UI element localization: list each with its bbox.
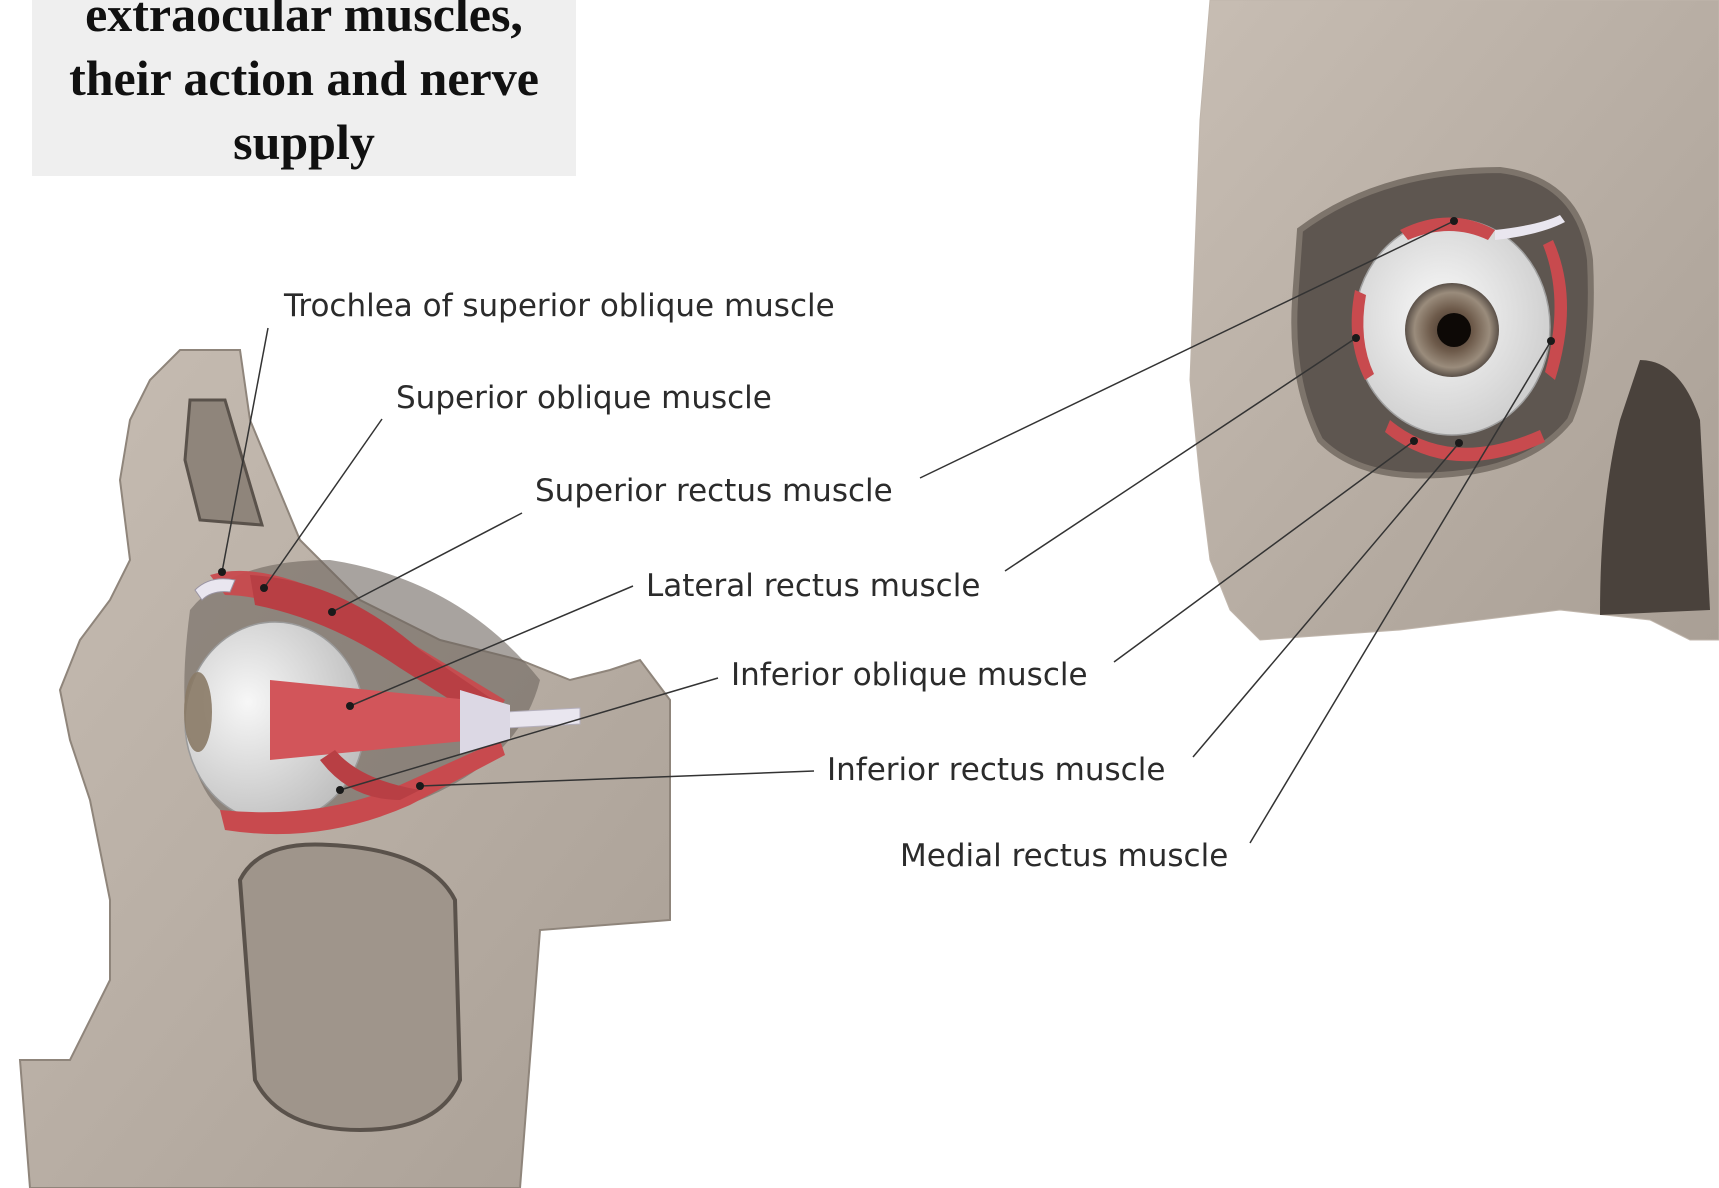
leader-dot: [218, 568, 226, 576]
label-superior-oblique-muscle: Superior oblique muscle: [396, 380, 772, 416]
leader-dot: [1410, 437, 1418, 445]
leader-dot: [328, 608, 336, 616]
lateral-cornea: [184, 672, 212, 752]
label-inferior-rectus-muscle: Inferior rectus muscle: [827, 752, 1165, 788]
maxillary-sinus: [240, 844, 460, 1130]
label-superior-rectus-muscle: Superior rectus muscle: [535, 473, 893, 509]
leader-dot: [1352, 334, 1360, 342]
leader-dot: [1450, 217, 1458, 225]
title-line-2: their action and nerve: [32, 46, 576, 110]
leader-dot: [336, 786, 344, 794]
title-box: extraocular muscles, their action and ne…: [32, 0, 576, 176]
label-trochlea-of-superior-oblique: Trochlea of superior oblique muscle: [284, 288, 835, 324]
label-medial-rectus-muscle: Medial rectus muscle: [900, 838, 1228, 874]
label-inferior-oblique-muscle: Inferior oblique muscle: [731, 657, 1088, 693]
title-line-1: extraocular muscles,: [32, 0, 576, 46]
label-lateral-rectus-muscle: Lateral rectus muscle: [646, 568, 980, 604]
leader-dot: [1455, 439, 1463, 447]
leader-dot: [1547, 337, 1555, 345]
optic-nerve-shape: [505, 708, 580, 728]
leader-dot: [416, 782, 424, 790]
anterior-skull-illustration: [1190, 0, 1719, 640]
leader-dot: [260, 584, 268, 592]
pupil: [1437, 313, 1471, 347]
leader-dot: [346, 702, 354, 710]
title-line-3: supply: [32, 110, 576, 174]
